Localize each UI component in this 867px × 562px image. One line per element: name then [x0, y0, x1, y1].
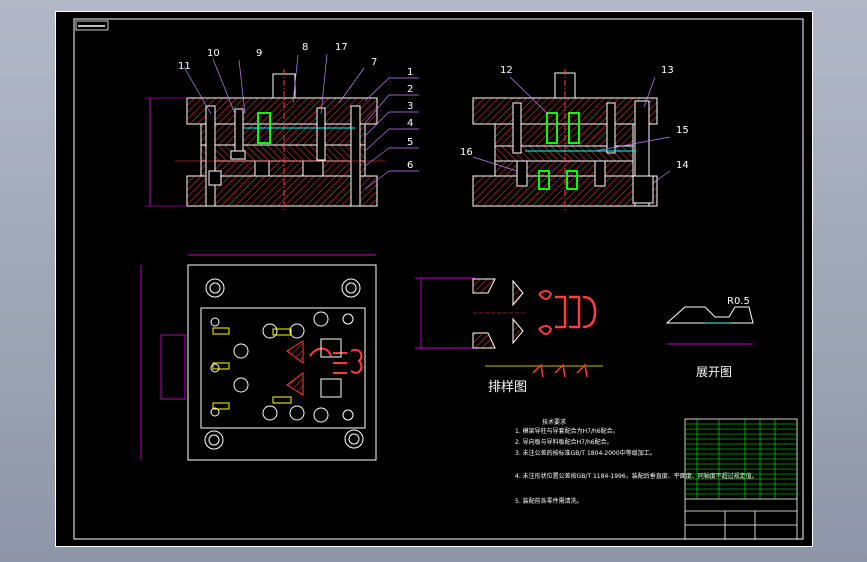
callout-5: 5 — [407, 137, 413, 148]
tech-req-item-2: 2. 导向板与导料板配合H7/h6配合。 — [515, 438, 613, 446]
strip-layout-title: 排样图 — [488, 380, 527, 395]
callout-12: 12 — [500, 65, 513, 76]
callout-7: 7 — [371, 57, 377, 68]
callout-13: 13 — [661, 65, 674, 76]
technical-requirements: 技术要求 1. 模架导柱与导套配合为H7/h6配合。 2. 导向板与导料板配合H… — [515, 418, 758, 505]
plan-view — [140, 254, 377, 461]
tech-req-title: 技术要求 — [542, 418, 566, 426]
tech-req-item-4: 4. 未注形状位置公差按GB/T 1184-1996，装配后垂直度、平面度、同轴… — [515, 472, 758, 480]
side-section-view — [472, 69, 658, 211]
outer-frame — [55, 11, 813, 547]
callout-8: 8 — [302, 42, 308, 53]
callout-3: 3 — [407, 101, 413, 112]
tech-req-item-3: 3. 未注公差的按标准GB/T 1804-2000中等级加工。 — [515, 449, 656, 457]
unfold-view: R0.5 展开图 — [665, 296, 754, 379]
front-view-callouts: 11 10 9 8 17 7 1 2 3 4 5 6 — [178, 42, 419, 190]
drawing-sheet: 11 10 9 8 17 7 1 2 3 4 5 6 — [55, 11, 813, 547]
callout-17: 17 — [335, 42, 348, 53]
title-block — [684, 418, 798, 540]
corner-stamp-box — [75, 20, 109, 31]
callout-9: 9 — [256, 48, 262, 59]
callout-16: 16 — [460, 147, 473, 158]
strip-layout: 排样图 — [415, 277, 603, 395]
tech-req-item-5: 5. 装配前各零件需清洗。 — [515, 497, 583, 505]
callout-2: 2 — [407, 84, 413, 95]
unfold-title: 展开图 — [696, 365, 732, 379]
callout-11: 11 — [178, 61, 191, 72]
inner-frame — [73, 18, 804, 540]
front-section-view — [145, 69, 385, 211]
callout-1: 1 — [407, 67, 413, 78]
callout-4: 4 — [407, 118, 413, 129]
callout-6: 6 — [407, 160, 413, 171]
callout-14: 14 — [676, 160, 689, 171]
cad-drawing: 11 10 9 8 17 7 1 2 3 4 5 6 — [55, 11, 813, 547]
callout-15: 15 — [676, 125, 689, 136]
unfold-radius-label: R0.5 — [727, 296, 750, 307]
side-view-callouts: 12 13 15 14 16 — [460, 65, 689, 184]
tech-req-item-1: 1. 模架导柱与导套配合为H7/h6配合。 — [515, 427, 619, 435]
callout-10: 10 — [207, 48, 220, 59]
